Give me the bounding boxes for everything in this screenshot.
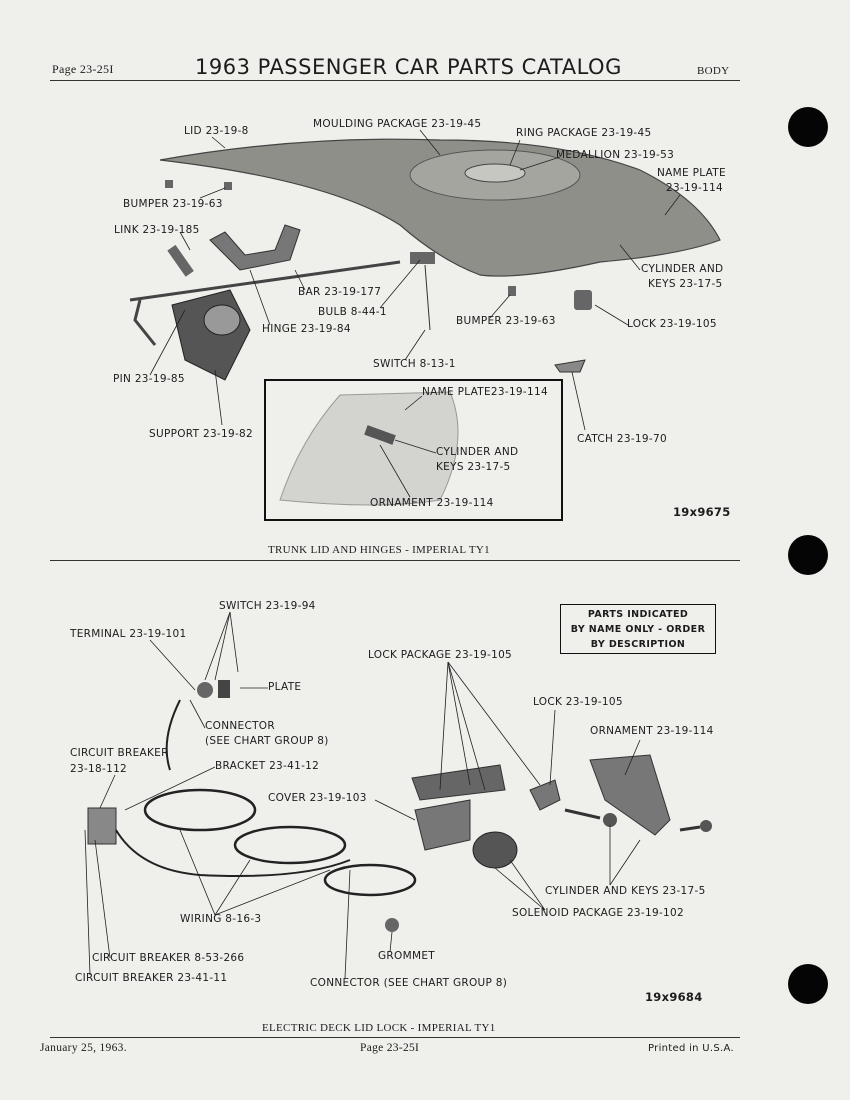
label-switch: SWITCH 8-13-1 xyxy=(373,358,456,370)
inset-label-cylinder: CYLINDER AND xyxy=(436,446,519,458)
label-connector-b: CONNECTOR (SEE CHART GROUP 8) xyxy=(310,977,508,989)
header-section: BODY xyxy=(697,65,730,77)
notice-line: BY NAME ONLY - ORDER xyxy=(570,624,706,635)
label-lock: LOCK 23-19-105 xyxy=(533,696,623,708)
label-name-plate: NAME PLATE xyxy=(657,167,726,179)
label-ring-package: RING PACKAGE 23-19-45 xyxy=(516,127,652,139)
label-circuit-breaker: CIRCUIT BREAKER xyxy=(70,747,169,759)
label-terminal: TERMINAL 23-19-101 xyxy=(70,628,187,640)
label-bumper: BUMPER 23-19-63 xyxy=(456,315,556,327)
label-cylinder-keys: CYLINDER AND KEYS 23-17-5 xyxy=(545,885,706,897)
label-connector: CONNECTOR xyxy=(205,720,275,732)
label-link: LINK 23-19-185 xyxy=(114,224,200,236)
label-pin: PIN 23-19-85 xyxy=(113,373,185,385)
label-wiring: WIRING 8-16-3 xyxy=(180,913,262,925)
label-lock: LOCK 23-19-105 xyxy=(627,318,717,330)
label-lid: LID 23-19-8 xyxy=(184,125,249,137)
label-bracket: BRACKET 23-41-12 xyxy=(215,760,320,772)
label-moulding-package: MOULDING PACKAGE 23-19-45 xyxy=(313,118,482,130)
label-plate: PLATE xyxy=(268,681,302,693)
header-page-ref: Page 23-25I xyxy=(52,62,114,76)
footer-rule xyxy=(50,1037,740,1038)
footer-page: Page 23-25I xyxy=(360,1042,420,1054)
page-title: 1963 PASSENGER CAR PARTS CATALOG xyxy=(195,55,622,79)
notice-box: PARTS INDICATED BY NAME ONLY - ORDER BY … xyxy=(560,604,716,654)
notice-line: PARTS INDICATED xyxy=(587,609,689,620)
label-name-plate-number: 23-19-114 xyxy=(666,182,724,194)
label-cylinder-keys: KEYS 23-17-5 xyxy=(648,278,723,290)
label-circuit-breaker-number: 23-18-112 xyxy=(70,763,128,775)
label-hinge: HINGE 23-19-84 xyxy=(262,323,351,335)
inset-label-cylinder-keys: KEYS 23-17-5 xyxy=(436,461,511,473)
label-cover: COVER 23-19-103 xyxy=(268,792,367,804)
label-lock-package: LOCK PACKAGE 23-19-105 xyxy=(368,649,513,661)
figure-caption: ELECTRIC DECK LID LOCK - IMPERIAL TY1 xyxy=(262,1022,496,1034)
label-bumper: BUMPER 23-19-63 xyxy=(123,198,223,210)
label-circuit-breaker-c: CIRCUIT BREAKER 23-41-11 xyxy=(75,972,228,984)
label-ornament: ORNAMENT 23-19-114 xyxy=(590,725,714,737)
label-bar: BAR 23-19-177 xyxy=(298,286,382,298)
label-grommet: GROMMET xyxy=(378,950,435,962)
label-catch: CATCH 23-19-70 xyxy=(577,433,667,445)
label-medallion: MEDALLION 23-19-53 xyxy=(556,149,675,161)
inset-label-ornament: ORNAMENT 23-19-114 xyxy=(370,497,494,509)
footer-printed: Printed in U.S.A. xyxy=(648,1043,734,1054)
binder-hole xyxy=(788,964,828,1004)
figure-caption: TRUNK LID AND HINGES - IMPERIAL TY1 xyxy=(268,544,490,556)
binder-hole xyxy=(788,535,828,575)
label-cylinder: CYLINDER AND xyxy=(641,263,724,275)
binder-hole xyxy=(788,107,828,147)
figure-number: 19x9684 xyxy=(645,990,703,1004)
section-rule xyxy=(50,560,740,561)
notice-line: BY DESCRIPTION xyxy=(590,639,686,650)
footer-date: January 25, 1963. xyxy=(40,1042,127,1054)
label-bulb: BULB 8-44-1 xyxy=(318,306,387,318)
label-switch: SWITCH 23-19-94 xyxy=(219,600,316,612)
figure-number: 19x9675 xyxy=(673,505,731,519)
label-connector-note: (SEE CHART GROUP 8) xyxy=(205,735,329,747)
label-support: SUPPORT 23-19-82 xyxy=(149,428,254,440)
label-solenoid: SOLENOID PACKAGE 23-19-102 xyxy=(512,907,684,919)
label-circuit-breaker-b: CIRCUIT BREAKER 8-53-266 xyxy=(92,952,245,964)
header-rule xyxy=(50,80,740,81)
inset-label-name-plate: NAME PLATE23-19-114 xyxy=(422,386,548,398)
